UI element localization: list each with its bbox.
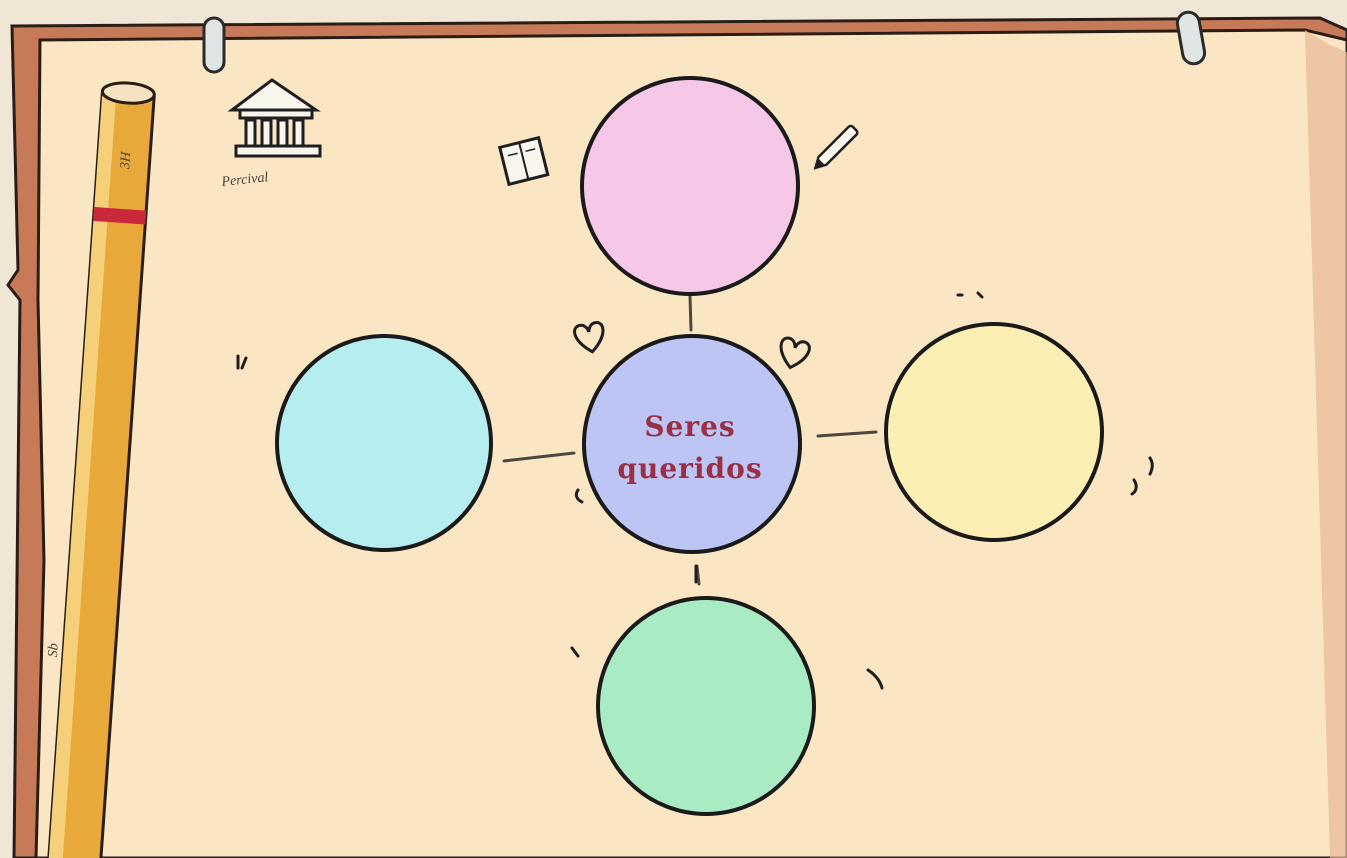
center-node: Seres queridos xyxy=(584,336,800,552)
pencil-label: 3H xyxy=(118,151,134,171)
branch-node-top xyxy=(582,78,798,294)
center-title-line2: queridos xyxy=(617,452,762,485)
paper-clip-left xyxy=(204,18,224,72)
pencil-label: Sb xyxy=(46,643,62,658)
branch-node-left xyxy=(277,336,491,550)
center-title-line1: Seres xyxy=(644,410,735,443)
branch-node-right xyxy=(886,324,1102,540)
branch-node-bottom xyxy=(598,598,814,814)
book-icon xyxy=(500,138,548,185)
connector-top xyxy=(690,296,691,330)
